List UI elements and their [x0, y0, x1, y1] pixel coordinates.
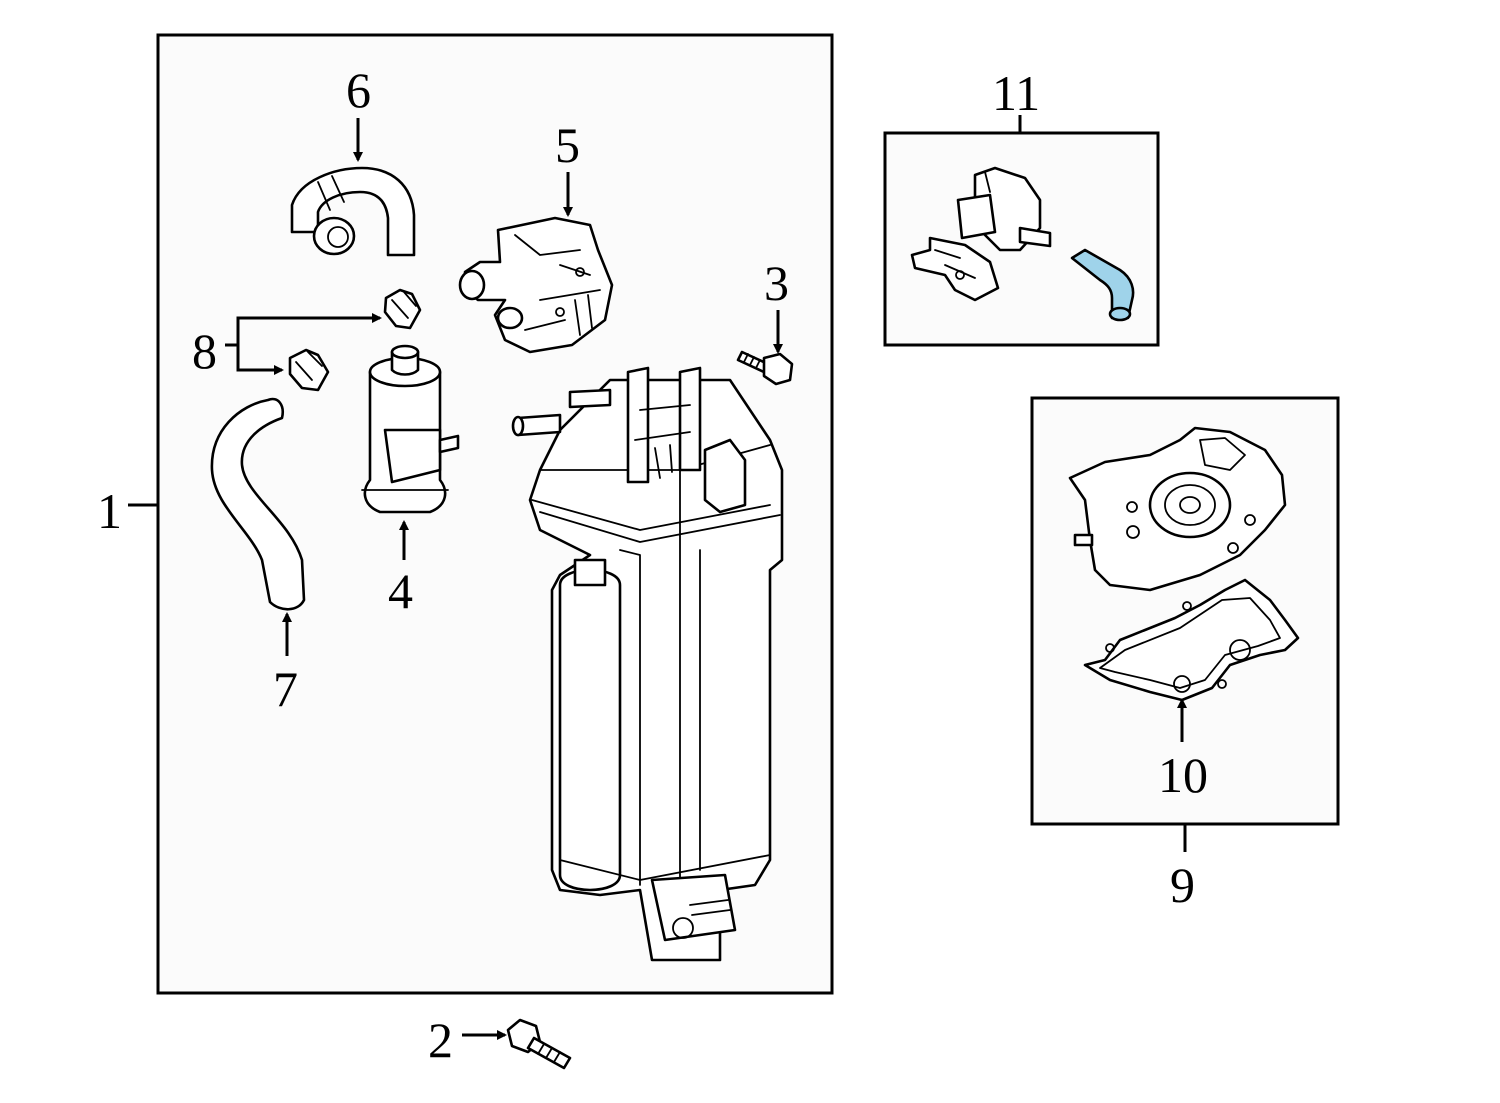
callout-5: 5 [555, 117, 580, 173]
arrow-8b [236, 345, 284, 375]
callout-10: 10 [1158, 747, 1208, 803]
valve-assembly-11 [910, 166, 1135, 322]
callout-4: 4 [388, 563, 413, 619]
cover-9 [1068, 426, 1287, 592]
callout-3: 3 [764, 255, 789, 311]
callout-8: 8 [192, 323, 217, 379]
bolt-3 [736, 350, 794, 386]
callout-1: 1 [97, 483, 122, 539]
callout-11: 11 [992, 65, 1040, 121]
bolt-2 [506, 1018, 572, 1070]
callout-2: 2 [428, 1012, 453, 1068]
purge-valve-5 [458, 216, 614, 354]
hose-6 [290, 166, 416, 257]
callout-6: 6 [346, 62, 371, 118]
arrow-8a [225, 313, 382, 347]
filter-4 [361, 344, 460, 514]
callout-9: 9 [1170, 857, 1195, 913]
clamp-8a [383, 288, 422, 330]
hose-7 [210, 397, 306, 611]
clamp-8b [288, 348, 330, 392]
callout-7: 7 [273, 661, 298, 717]
gasket-10 [1083, 578, 1300, 702]
canister-1 [511, 366, 784, 962]
